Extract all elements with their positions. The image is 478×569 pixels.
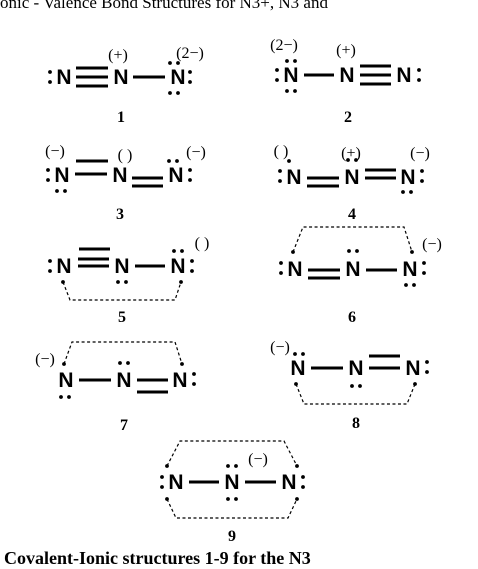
- structure-3: N N N (−) ( ) (−) 3: [45, 143, 206, 223]
- atom: N: [56, 255, 71, 278]
- atom: N: [170, 66, 185, 89]
- atom: N: [287, 258, 302, 281]
- atom: N: [345, 258, 360, 281]
- atom: N: [405, 357, 420, 380]
- structure-number: 4: [348, 206, 356, 223]
- double-bond: [369, 354, 400, 370]
- double-bond: [365, 168, 396, 180]
- lone-pairs: [160, 464, 305, 501]
- lone-pairs: [279, 249, 426, 287]
- double-bond: [78, 257, 109, 268]
- atom: N: [172, 369, 187, 392]
- long-bond-dashed-line: [166, 498, 298, 519]
- charge-label: ( ): [118, 147, 133, 164]
- atom: N: [396, 64, 411, 87]
- structure-number: 9: [228, 528, 236, 545]
- structure-1: N N N (+) (2−) 1: [48, 45, 204, 126]
- lone-pairs: [278, 158, 424, 194]
- atom: N: [283, 64, 298, 87]
- atom: N: [56, 66, 71, 89]
- atom: N: [286, 166, 301, 189]
- structure-9: N N N (−) 9: [160, 440, 305, 545]
- triple-bond: [76, 66, 108, 88]
- figure-caption: Covalent-Ionic structures 1-9 for the N3: [4, 548, 311, 568]
- structure-number: 1: [117, 109, 125, 126]
- structure-number: 3: [116, 206, 124, 223]
- charge-label: (−): [35, 351, 55, 368]
- long-bond-dashed-line: [63, 341, 183, 365]
- atom: N: [58, 369, 73, 392]
- charge-label: (−): [410, 145, 430, 162]
- atom: N: [54, 164, 69, 187]
- atom: N: [113, 66, 128, 89]
- charge-label: (−): [45, 143, 65, 160]
- double-bond: [307, 176, 339, 188]
- double-bond: [132, 176, 163, 188]
- lone-pairs: [46, 159, 192, 193]
- atom: N: [224, 471, 239, 494]
- long-bond-dashed-line: [292, 226, 413, 253]
- atom: N: [112, 164, 127, 187]
- structure-number: 2: [344, 109, 352, 126]
- lone-pairs: [48, 249, 194, 284]
- charge-label: (2−): [176, 45, 204, 62]
- header-text: onic - Valence Bond Structures for N3+, …: [0, 0, 328, 12]
- charge-label: ( ): [195, 235, 210, 252]
- atom: N: [281, 471, 296, 494]
- charge-label: (2−): [270, 37, 298, 54]
- structure-number: 5: [118, 309, 126, 326]
- charge-label: (−): [422, 236, 442, 253]
- charge-label: (+): [108, 47, 128, 64]
- structure-number: 8: [352, 415, 360, 432]
- structure-7: N N N (−) 7: [35, 341, 196, 434]
- charge-label: (−): [248, 451, 268, 468]
- atom: N: [168, 471, 183, 494]
- lone-pairs: [59, 361, 196, 399]
- lone-pairs: [275, 59, 421, 93]
- structure-5: N N N ( ) 5: [48, 235, 209, 326]
- structure-2: N N N (2−) (+) 2: [270, 37, 421, 126]
- atom: N: [290, 357, 305, 380]
- atom: N: [339, 64, 354, 87]
- structure-8: N N N (−) 8: [270, 339, 429, 432]
- charge-label: (+): [341, 145, 361, 162]
- structure-number: 6: [348, 309, 356, 326]
- atom: N: [116, 369, 131, 392]
- atom: N: [400, 166, 415, 189]
- long-bond-dashed-line: [295, 383, 416, 405]
- charge-label: (−): [186, 144, 206, 161]
- atom: N: [170, 255, 185, 278]
- long-bond-dashed-line: [166, 440, 298, 467]
- structure-6: N N N (−) 6: [279, 226, 442, 326]
- long-bond-dashed-line: [62, 281, 182, 301]
- lone-pairs: [293, 352, 429, 388]
- lone-pairs: [48, 61, 192, 95]
- structure-number: 7: [120, 417, 128, 434]
- atom: N: [402, 258, 417, 281]
- double-bond: [137, 378, 168, 394]
- atom: N: [114, 255, 129, 278]
- atom: N: [344, 166, 359, 189]
- charge-label: (+): [336, 42, 356, 59]
- structure-4: N N N ( ) (+) (−) 4: [274, 143, 430, 223]
- triple-bond: [360, 64, 391, 86]
- double-bond: [308, 268, 340, 280]
- charge-label: ( ): [274, 143, 289, 160]
- charge-label: (−): [270, 339, 290, 356]
- atom: N: [168, 164, 183, 187]
- atom: N: [348, 357, 363, 380]
